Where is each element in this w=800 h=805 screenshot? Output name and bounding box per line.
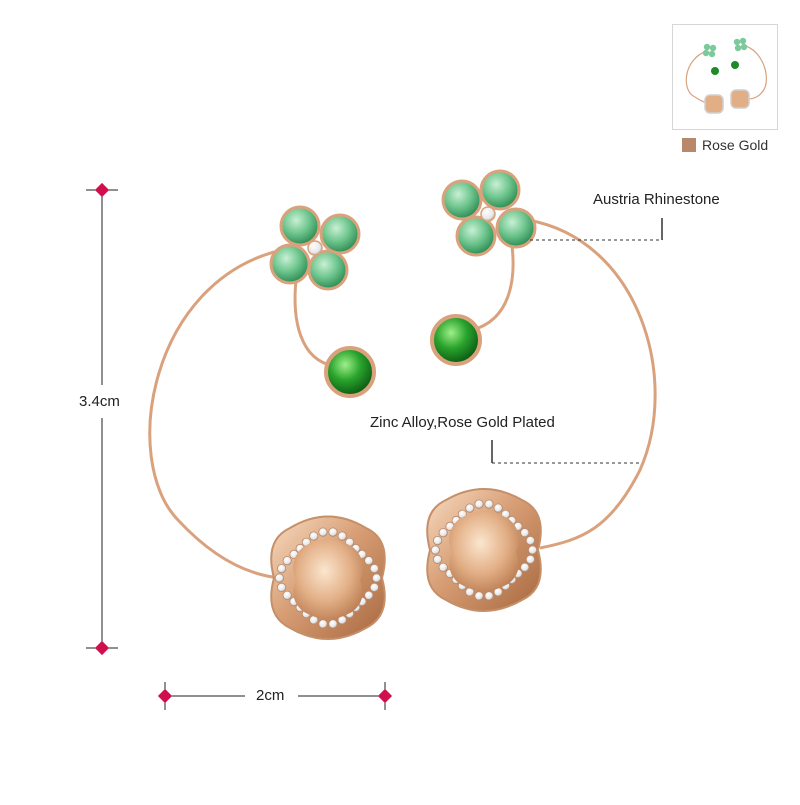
pave-crystal bbox=[309, 531, 319, 541]
width-right-marker bbox=[377, 688, 393, 704]
width-label: 2cm bbox=[256, 687, 285, 704]
pave-crystal bbox=[318, 527, 328, 537]
pave-crystal bbox=[525, 554, 536, 565]
rhinestone-leader bbox=[530, 218, 663, 241]
rose-gold-swatch[interactable] bbox=[682, 138, 696, 152]
pave-crystal bbox=[337, 531, 347, 541]
pave-crystal bbox=[525, 535, 536, 546]
pave-crystal bbox=[484, 499, 494, 509]
pave-crystal bbox=[276, 563, 287, 574]
pave-crystal bbox=[432, 535, 443, 546]
pave-crystal bbox=[520, 562, 530, 572]
height-dimension bbox=[86, 182, 118, 656]
pave-crystal bbox=[318, 619, 328, 629]
pave-crystal bbox=[465, 503, 475, 513]
color-thumbnail[interactable] bbox=[672, 24, 778, 130]
left-clover-pave-ring bbox=[274, 527, 382, 629]
left-earring-stem bbox=[293, 279, 335, 368]
pave-crystal bbox=[274, 573, 284, 583]
pave-crystal bbox=[474, 591, 484, 601]
pave-crystal bbox=[369, 582, 379, 593]
width-left-marker bbox=[157, 688, 173, 704]
pave-crystal bbox=[484, 591, 494, 601]
pave-crystal bbox=[371, 573, 382, 583]
pave-crystal bbox=[520, 528, 530, 538]
pave-crystal bbox=[328, 527, 338, 537]
left-drop-stone bbox=[324, 346, 376, 398]
pave-crystal bbox=[328, 619, 338, 629]
left-clover-charm bbox=[270, 515, 386, 640]
pave-crystal bbox=[527, 545, 538, 555]
material-leader bbox=[491, 440, 640, 464]
left-earring-hoop bbox=[148, 248, 283, 580]
right-drop-stone bbox=[430, 314, 482, 366]
right-flower-cluster bbox=[441, 169, 537, 257]
material-callout: Zinc Alloy,Rose Gold Plated bbox=[370, 414, 555, 431]
rhinestone-callout: Austria Rhinestone bbox=[593, 191, 720, 208]
height-top-marker bbox=[94, 182, 110, 198]
pave-crystal bbox=[282, 590, 292, 600]
right-clover-charm bbox=[426, 488, 542, 612]
thumbnail-earrings-image bbox=[685, 37, 767, 114]
pave-crystal bbox=[474, 499, 484, 509]
right-earring-stem bbox=[471, 245, 515, 332]
height-label: 3.4cm bbox=[79, 393, 120, 410]
pave-crystal bbox=[276, 582, 287, 593]
height-bottom-marker bbox=[94, 640, 110, 656]
left-earring bbox=[148, 205, 386, 640]
pave-crystal bbox=[438, 528, 448, 538]
right-earring bbox=[426, 169, 657, 612]
right-earring-hoop bbox=[527, 218, 657, 550]
pave-crystal bbox=[364, 590, 374, 600]
pave-crystal bbox=[282, 556, 292, 566]
pave-crystal bbox=[364, 556, 374, 566]
left-flower-cluster bbox=[269, 205, 361, 291]
pave-crystal bbox=[369, 563, 379, 574]
pave-crystal bbox=[493, 503, 503, 513]
pave-crystal bbox=[438, 562, 448, 572]
color-option[interactable]: Rose Gold bbox=[682, 137, 768, 153]
pave-crystal bbox=[430, 545, 440, 555]
pave-crystal bbox=[432, 554, 443, 565]
color-option-label: Rose Gold bbox=[702, 137, 769, 153]
width-dimension bbox=[157, 682, 393, 710]
